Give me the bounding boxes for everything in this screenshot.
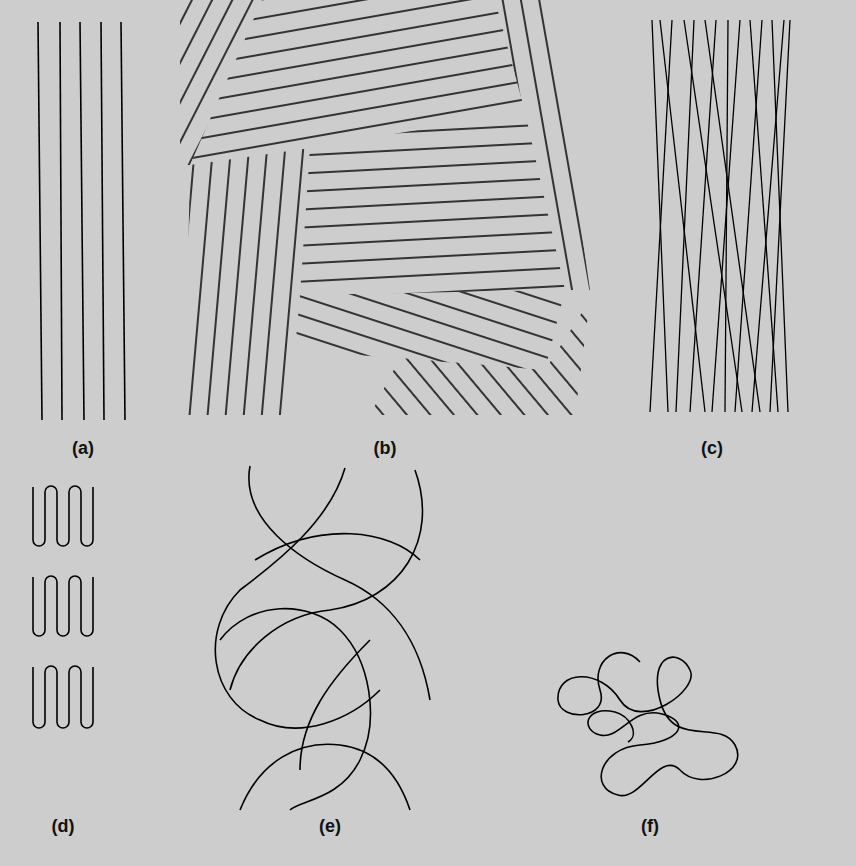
domain (185, 148, 310, 415)
domain (295, 290, 565, 370)
chain-line (676, 20, 694, 412)
panel-label: (a) (72, 438, 94, 459)
chain-curve (249, 466, 430, 700)
chain-line (101, 22, 104, 420)
chain-curve (255, 534, 420, 560)
folded-chain (33, 666, 93, 728)
folded-chain (33, 576, 93, 636)
chain-line (660, 20, 705, 412)
chain-line (735, 20, 762, 412)
chain-line (60, 22, 62, 420)
panel-label: (c) (701, 438, 723, 459)
chain-line (705, 20, 760, 412)
oriented-chains (650, 20, 790, 412)
chain-line (690, 20, 716, 412)
folded-chains (33, 486, 93, 728)
folded-chain (33, 486, 93, 546)
chain-line (752, 20, 784, 412)
domain (370, 300, 590, 415)
chain-curve (300, 640, 370, 770)
panel-label: (e) (319, 816, 341, 837)
chain-line (650, 20, 672, 412)
chain-curve (215, 468, 380, 728)
chain-curve (230, 470, 422, 690)
chain-line (712, 20, 740, 412)
helical-chains (215, 466, 430, 810)
chain-line (770, 20, 790, 412)
chain-line (38, 22, 42, 420)
random-coil (558, 653, 738, 796)
chain-line (121, 22, 125, 420)
crystalline-domains (180, 0, 590, 415)
parallel-chains (38, 22, 125, 420)
chain-line (80, 22, 84, 420)
chain-curve (220, 609, 370, 810)
chain-curve (240, 744, 410, 810)
coil-path (558, 653, 738, 796)
panel-label: (f) (641, 816, 659, 837)
panel-label: (d) (52, 816, 75, 837)
chain-line (652, 20, 668, 412)
domain (300, 112, 565, 295)
panel-label: (b) (374, 438, 397, 459)
